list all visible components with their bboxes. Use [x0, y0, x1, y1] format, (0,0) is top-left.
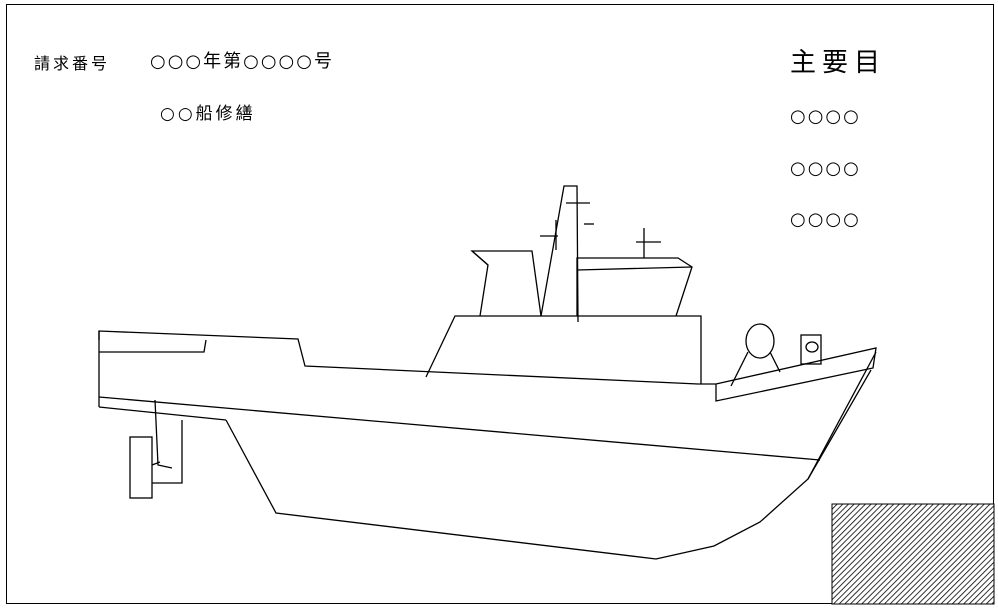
hull-bottom	[225, 351, 877, 560]
skeg-brace	[151, 461, 161, 466]
repair-subject: ○○船修繕	[160, 104, 256, 124]
mast	[540, 185, 579, 323]
main-particulars-item: ○○○○	[790, 209, 861, 230]
ship-outline	[98, 185, 877, 560]
main-deck-line	[98, 396, 821, 461]
stern-bulwark-inner	[99, 339, 207, 353]
skeg	[152, 420, 183, 484]
bow-deck	[715, 347, 877, 402]
bow-stem	[807, 369, 872, 480]
wheelhouse	[576, 257, 693, 317]
stern-bulwark	[98, 330, 699, 385]
main-particulars-item: ○○○○	[790, 158, 861, 179]
wheelhouse-roof	[576, 266, 693, 271]
bow-fitting	[800, 334, 822, 365]
transom-bottom	[98, 406, 227, 421]
main-particulars-item: ○○○○	[790, 106, 861, 127]
main-particulars-heading: 主要目	[790, 48, 887, 78]
funnel-rim	[471, 250, 489, 266]
bow-fitting-port	[805, 341, 819, 353]
claim-number-value: ○○○年第○○○○号	[150, 51, 334, 72]
propeller-shaft-bracket	[154, 399, 173, 469]
winch-leg-left	[730, 351, 749, 387]
hatched-title-block	[831, 503, 995, 605]
rudder	[129, 436, 153, 499]
winch-drum	[745, 323, 775, 359]
claim-number-label: 請求番号	[34, 54, 111, 73]
drawing-frame	[6, 4, 994, 604]
winch-leg-right	[769, 351, 781, 373]
